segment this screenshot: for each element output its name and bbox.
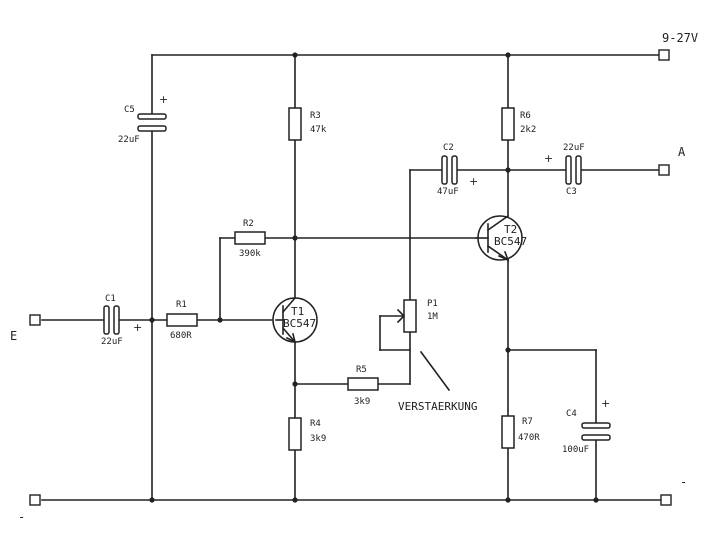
junction-dot xyxy=(505,167,511,173)
junction-dot xyxy=(292,381,298,387)
r4-name: R4 xyxy=(310,419,321,429)
junction-dot xyxy=(292,235,298,241)
resistor-r7: R7 470R xyxy=(501,415,540,449)
c2-name: C2 xyxy=(443,143,454,153)
t2-name: T2 xyxy=(504,223,517,236)
p1-value: 1M xyxy=(427,312,438,322)
c3-name: C3 xyxy=(566,187,577,197)
output-label: A xyxy=(678,145,686,159)
transistor-t1: T1 BC547 xyxy=(272,296,318,344)
r7-name: R7 xyxy=(522,417,533,427)
resistor-r4: R4 3k9 xyxy=(288,417,326,451)
junction-dot xyxy=(505,347,511,353)
c4-value: 100uF xyxy=(562,445,589,455)
input-terminal[interactable] xyxy=(29,314,41,326)
resistor-r2: R2 390k xyxy=(234,219,266,259)
c2-plus: + xyxy=(469,175,478,188)
r4-value: 3k9 xyxy=(310,434,326,444)
capacitor-c3: 22uF C3 + xyxy=(544,143,585,197)
transistor-t2: T2 BC547 xyxy=(475,214,527,262)
junction-dot xyxy=(149,497,155,503)
junction-dot xyxy=(292,52,298,58)
wires xyxy=(41,54,663,501)
junction-dot xyxy=(505,497,511,503)
supply-label: 9-27V xyxy=(662,31,698,45)
output-terminal[interactable] xyxy=(658,164,670,176)
ground-left-label: - xyxy=(18,510,25,524)
r2-name: R2 xyxy=(243,219,254,229)
gain-annotation: VERSTAERKUNG xyxy=(398,400,477,413)
potentiometer-p1[interactable]: P1 1M xyxy=(396,299,438,333)
c1-plus: + xyxy=(133,321,142,334)
c1-name: C1 xyxy=(105,294,116,304)
c4-name: C4 xyxy=(566,409,577,419)
input-label: E xyxy=(10,329,17,343)
c5-name: C5 xyxy=(124,105,135,115)
c4-plus: + xyxy=(601,397,610,410)
r3-name: R3 xyxy=(310,111,321,121)
resistor-r5: R5 3k9 xyxy=(347,365,379,407)
capacitor-c2: C2 47uF + xyxy=(437,143,478,197)
junctions xyxy=(149,52,599,503)
c3-plus: + xyxy=(544,152,553,165)
r6-value: 2k2 xyxy=(520,125,536,135)
junction-dot xyxy=(292,497,298,503)
junction-dot xyxy=(593,497,599,503)
c1-value: 22uF xyxy=(101,337,123,347)
r7-value: 470R xyxy=(518,433,540,443)
t1-type: BC547 xyxy=(283,317,316,330)
ground-right-terminal[interactable] xyxy=(660,494,672,506)
c5-plus: + xyxy=(159,93,168,106)
r5-name: R5 xyxy=(356,365,367,375)
ground-right-label: - xyxy=(680,475,687,489)
r5-value: 3k9 xyxy=(354,397,370,407)
c2-value: 47uF xyxy=(437,187,459,197)
junction-dot xyxy=(505,52,511,58)
ground-left-terminal[interactable] xyxy=(29,494,41,506)
resistor-r1: R1 680R xyxy=(166,300,198,341)
terminals: 9-27V A E - - xyxy=(10,31,698,524)
r1-value: 680R xyxy=(170,331,192,341)
c3-value: 22uF xyxy=(563,143,585,153)
r6-name: R6 xyxy=(520,111,531,121)
r3-value: 47k xyxy=(310,125,327,135)
junction-dot xyxy=(217,317,223,323)
capacitor-c4: C4 100uF + xyxy=(562,397,611,455)
p1-name: P1 xyxy=(427,299,438,309)
t2-type: BC547 xyxy=(494,235,527,248)
r2-value: 390k xyxy=(239,249,261,259)
c5-value: 22uF xyxy=(118,135,140,145)
resistor-r3: R3 47k xyxy=(288,107,327,141)
capacitor-c1: C1 22uF + xyxy=(101,294,142,347)
capacitor-c5: C5 22uF + xyxy=(118,93,168,145)
t1-name: T1 xyxy=(291,305,304,318)
r1-name: R1 xyxy=(176,300,187,310)
junction-dot xyxy=(149,317,155,323)
supply-terminal[interactable] xyxy=(658,49,670,61)
resistor-r6: R6 2k2 xyxy=(501,107,536,141)
